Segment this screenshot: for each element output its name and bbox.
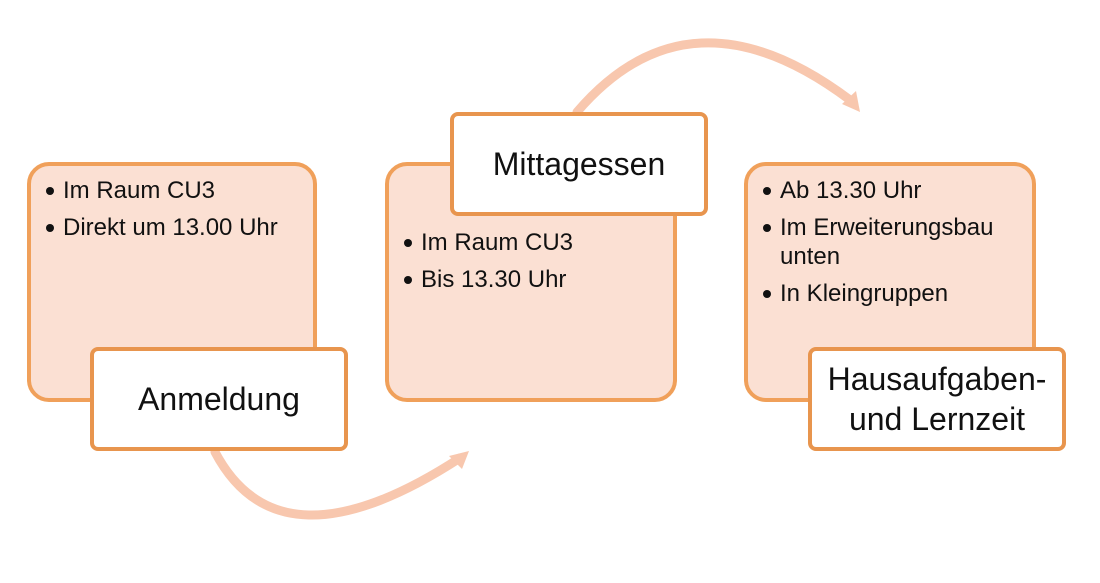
bullet-item: Im Erweiterungsbau unten <box>758 213 1020 271</box>
bullet-item: Im Raum CU3 <box>399 228 673 257</box>
bullet-icon <box>46 224 54 232</box>
step-mittagessen-title: Mittagessen <box>450 112 708 216</box>
title-line-1: Hausaufgaben- <box>827 361 1047 397</box>
bullet-icon <box>763 224 771 232</box>
step-mittagessen-bullets: Im Raum CU3 Bis 13.30 Uhr <box>399 228 673 294</box>
bullet-icon <box>404 276 412 284</box>
step-hausaufgaben-title: Hausaufgaben- und Lernzeit <box>808 347 1066 451</box>
arrow-head-2 <box>842 91 860 112</box>
arrow-step2-to-step3 <box>572 38 855 117</box>
bullet-icon <box>763 290 771 298</box>
step-anmeldung-card: Im Raum CU3 Direkt um 13.00 Uhr <box>27 162 317 402</box>
bullet-item: Direkt um 13.00 Uhr <box>41 213 313 242</box>
bullet-item: Im Raum CU3 <box>41 176 313 205</box>
bullet-item: Ab 13.30 Uhr <box>758 176 1032 205</box>
title-line-2: und Lernzeit <box>848 401 1026 437</box>
step-hausaufgaben-bullets: Ab 13.30 Uhr Im Erweiterungsbau unten In… <box>758 176 1032 308</box>
bullet-icon <box>404 239 412 247</box>
bullet-icon <box>763 187 771 195</box>
step-anmeldung-bullets: Im Raum CU3 Direkt um 13.00 Uhr <box>41 176 313 242</box>
bullet-item: In Kleingruppen <box>758 279 1032 308</box>
arrow-head-1 <box>449 451 469 469</box>
bullet-item: Bis 13.30 Uhr <box>399 265 673 294</box>
bullet-icon <box>46 187 54 195</box>
step-anmeldung-title: Anmeldung <box>90 347 348 451</box>
arrow-step1-to-step2 <box>210 447 465 520</box>
